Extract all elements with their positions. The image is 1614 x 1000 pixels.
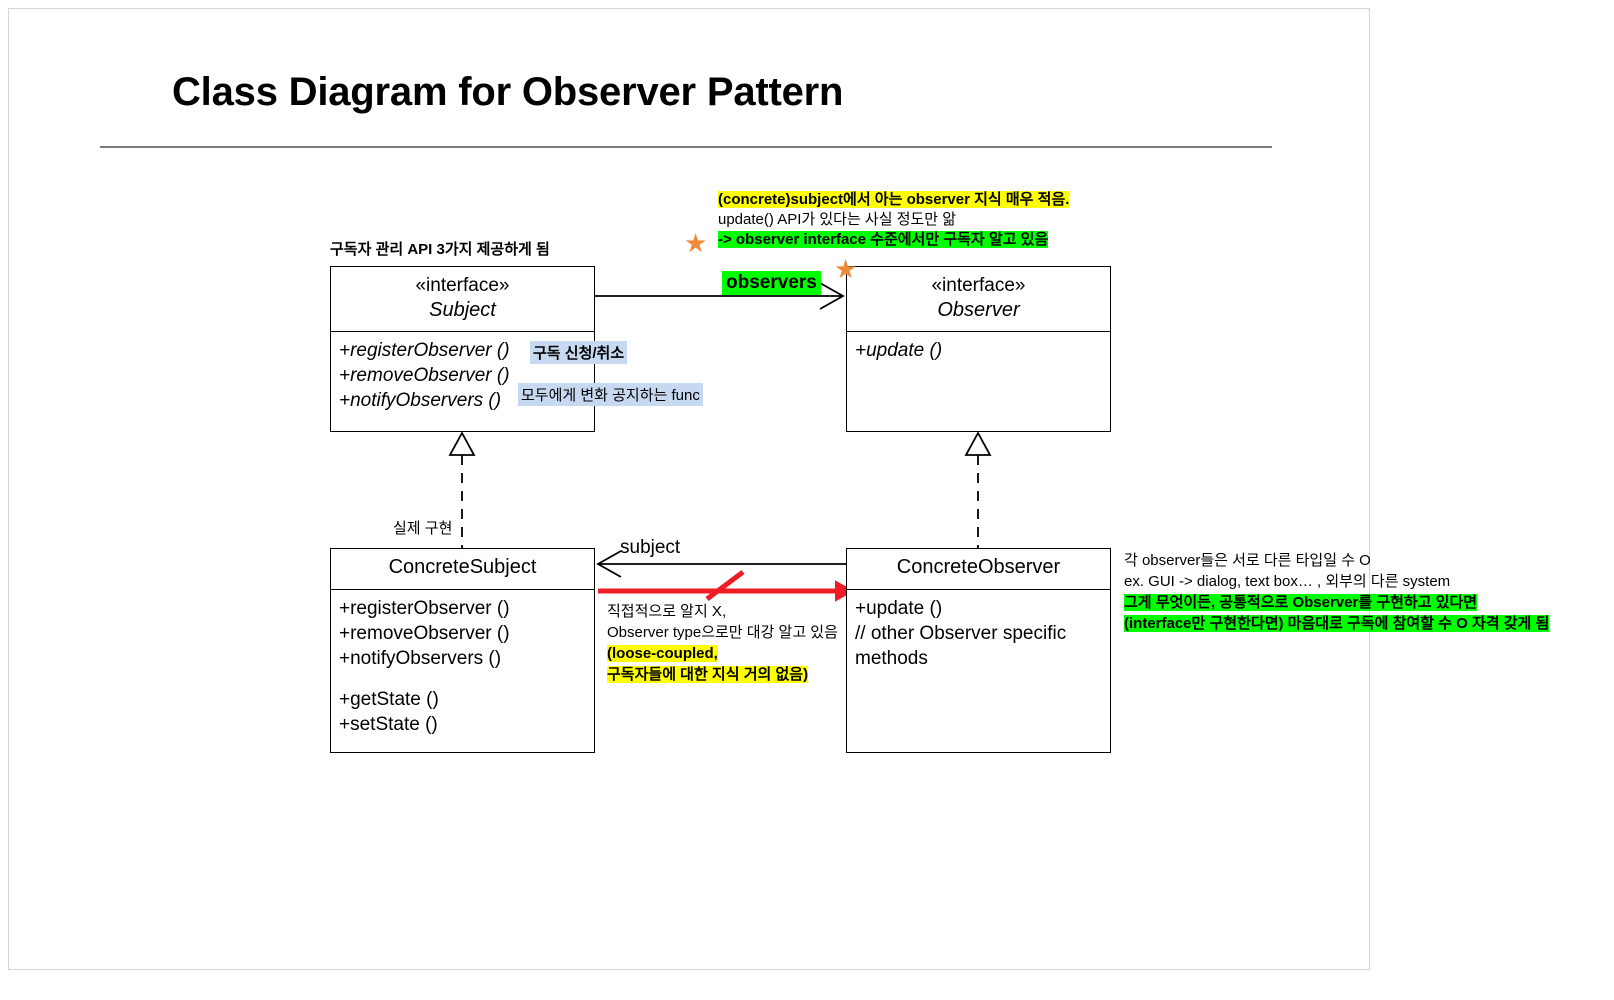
annotation-right-line3: 그게 무엇이든, 공통적으로 Observer를 구현하고 있다면 xyxy=(1124,594,1478,611)
class-methods-concrete-subject: +registerObserver () +removeObserver () … xyxy=(331,590,594,737)
annotation-middle-line3: (loose-coupled, xyxy=(607,645,718,662)
class-name-concrete-subject: ConcreteSubject xyxy=(388,556,537,578)
annotation-middle: 직접적으로 알지 X, Observer type으로만 대강 알고 있음 (l… xyxy=(607,602,838,686)
method-notify-observers: +notifyObservers () xyxy=(339,390,502,411)
label-subject-association: subject xyxy=(620,537,681,558)
class-name-observer: Observer xyxy=(937,299,1020,321)
class-box-concrete-subject[interactable]: ConcreteSubject +registerObserver () +re… xyxy=(330,548,595,753)
class-header-subject: «interface» Subject xyxy=(331,267,594,331)
method-comment-line2: methods xyxy=(855,648,928,669)
class-methods-concrete-observer: +update () // other Observer specific me… xyxy=(847,590,1110,671)
annotation-right-line2: ex. GUI -> dialog, text box… , 외부의 다른 sy… xyxy=(1124,573,1451,590)
page-title: Class Diagram for Observer Pattern xyxy=(172,70,844,114)
class-name-subject: Subject xyxy=(429,299,496,321)
association-subject-arrowhead xyxy=(596,550,622,578)
class-header-concrete-observer: ConcreteObserver xyxy=(847,549,1110,589)
class-header-observer: «interface» Observer xyxy=(847,267,1110,331)
class-methods-observer: +update () xyxy=(847,332,1110,363)
class-separator xyxy=(331,589,594,590)
label-subscribe-cancel: 구독 신청/취소 xyxy=(530,341,628,364)
method-notify-observers: +notifyObservers () xyxy=(339,648,502,669)
method-group-spacer xyxy=(339,671,594,687)
red-strike-mark xyxy=(705,570,745,601)
slide-frame xyxy=(8,8,1370,970)
label-api-note: 구독자 관리 API 3가지 제공하게 됨 xyxy=(330,241,550,258)
class-header-concrete-subject: ConcreteSubject xyxy=(331,549,594,589)
annotation-top-line3: -> observer interface 수준에서만 구독자 알고 있음 xyxy=(718,231,1049,248)
annotation-top: (concrete)subject에서 아는 observer 지식 매우 적음… xyxy=(718,190,1070,250)
method-remove-observer: +removeObserver () xyxy=(339,623,510,644)
annotation-top-line1: (concrete)subject에서 아는 observer 지식 매우 적음… xyxy=(718,191,1070,208)
star-icon: ★ xyxy=(684,228,708,258)
annotation-top-line2: update() API가 있다는 사실 정도만 앎 xyxy=(718,211,957,228)
annotation-right-line4: (interface만 구현한다면) 마음대로 구독에 참여할 수 O 자격 갖… xyxy=(1124,615,1550,632)
realization-triangle-observer xyxy=(964,431,992,456)
label-implementation: 실제 구현 xyxy=(393,520,453,537)
stereotype-subject: «interface» xyxy=(415,275,510,296)
method-update: +update () xyxy=(855,340,943,361)
annotation-middle-line4: 구독자들에 대한 지식 거의 없음) xyxy=(607,666,809,683)
method-register-observer: +registerObserver () xyxy=(339,340,510,361)
association-observers-arrowhead xyxy=(819,282,845,310)
red-dependency-arrowhead xyxy=(835,580,855,602)
class-box-observer[interactable]: «interface» Observer +update () xyxy=(846,266,1111,432)
annotation-middle-line1: 직접적으로 알지 X, xyxy=(607,603,727,620)
method-set-state: +setState () xyxy=(339,714,438,735)
class-separator xyxy=(847,589,1110,590)
class-separator xyxy=(331,331,594,332)
class-methods-subject: +registerObserver () +removeObserver () … xyxy=(331,332,594,413)
method-register-observer: +registerObserver () xyxy=(339,598,510,619)
method-get-state: +getState () xyxy=(339,689,439,710)
method-update: +update () xyxy=(855,598,943,619)
realization-triangle-subject xyxy=(448,431,476,456)
class-separator xyxy=(847,331,1110,332)
label-observers: observers xyxy=(722,271,821,295)
class-name-concrete-observer: ConcreteObserver xyxy=(896,556,1061,578)
annotation-right-line1: 각 observer들은 서로 다른 타입일 수 O xyxy=(1124,552,1371,569)
label-notify-func: 모두에게 변화 공지하는 func xyxy=(518,383,703,406)
title-divider xyxy=(100,146,1272,148)
star-icon: ★ xyxy=(834,254,858,284)
method-comment-line1: // other Observer specific xyxy=(855,623,1067,644)
class-box-concrete-observer[interactable]: ConcreteObserver +update () // other Obs… xyxy=(846,548,1111,753)
stereotype-observer: «interface» xyxy=(931,275,1026,296)
annotation-middle-line2: Observer type으로만 대강 알고 있음 xyxy=(607,624,838,641)
annotation-right: 각 observer들은 서로 다른 타입일 수 O ex. GUI -> di… xyxy=(1124,551,1550,635)
method-remove-observer: +removeObserver () xyxy=(339,365,510,386)
